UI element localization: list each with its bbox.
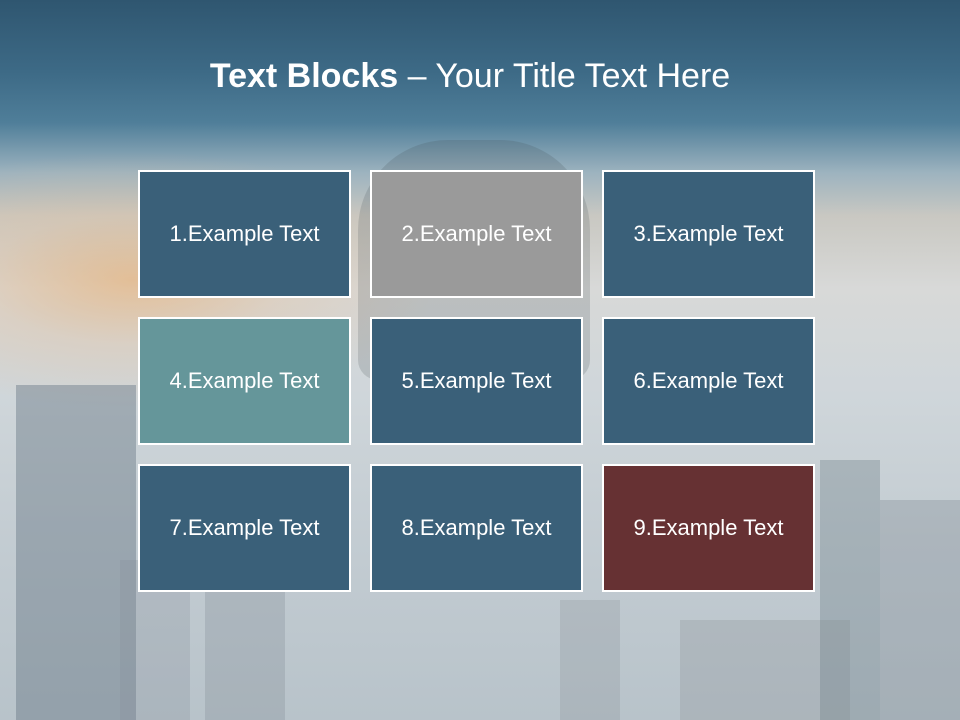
text-block-3[interactable]: 3.Example Text — [602, 170, 815, 298]
text-block-4[interactable]: 4.Example Text — [138, 317, 351, 445]
text-block-9[interactable]: 9.Example Text — [602, 464, 815, 592]
title-bold-text: Text Blocks — [209, 57, 399, 95]
text-block-2[interactable]: 2.Example Text — [370, 170, 583, 298]
text-block-6[interactable]: 6.Example Text — [602, 317, 815, 445]
text-block-label: 3.Example Text — [633, 221, 784, 246]
text-block-label: 1.Example Text — [169, 221, 320, 246]
text-block-5[interactable]: 5.Example Text — [370, 317, 583, 445]
slide-title[interactable]: Text Blocks – Your Title Text Here — [0, 55, 940, 97]
text-block-8[interactable]: 8.Example Text — [370, 464, 583, 592]
background-building — [880, 500, 960, 720]
text-block-label: 7.Example Text — [169, 515, 320, 540]
text-block-label: 5.Example Text — [401, 368, 552, 393]
title-rest-text: Your Title Text Here — [435, 57, 731, 95]
background-building — [16, 385, 136, 720]
background-building — [680, 620, 850, 720]
text-block-label: 9.Example Text — [633, 515, 784, 540]
text-block-label: 8.Example Text — [401, 515, 552, 540]
text-block-grid: 1.Example Text 2.Example Text 3.Example … — [138, 170, 815, 594]
background-building — [820, 460, 880, 720]
text-block-1[interactable]: 1.Example Text — [138, 170, 351, 298]
background-building — [560, 600, 620, 720]
text-block-label: 4.Example Text — [169, 368, 320, 393]
text-block-label: 2.Example Text — [401, 221, 552, 246]
text-block-label: 6.Example Text — [633, 368, 784, 393]
text-block-7[interactable]: 7.Example Text — [138, 464, 351, 592]
title-dash: – — [398, 57, 436, 95]
